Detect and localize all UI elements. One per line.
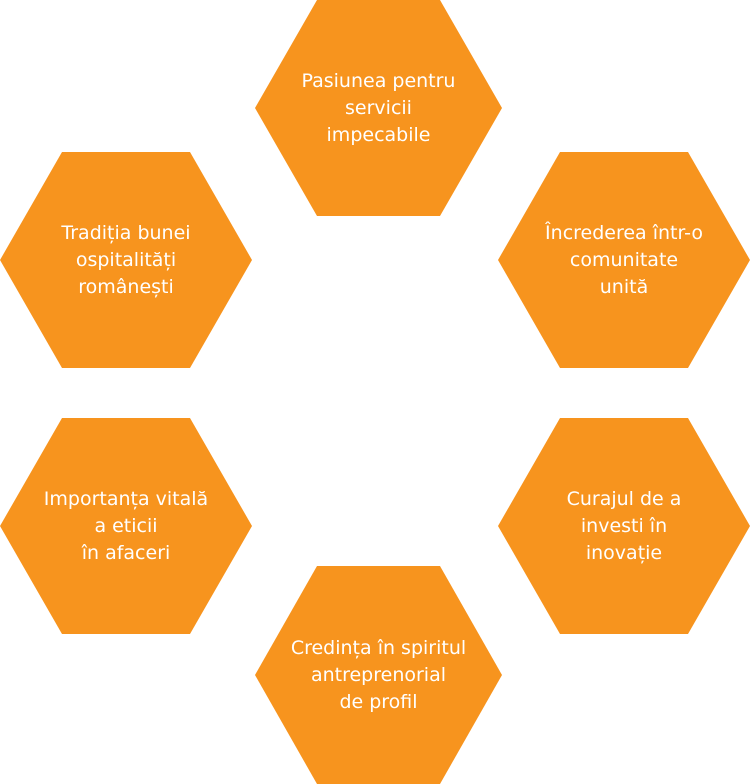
- hexagon-curajul: [498, 418, 750, 634]
- hexagon-credinta: [255, 566, 502, 784]
- hexagon-importanta: [0, 418, 252, 634]
- hexagon-traditia: [0, 152, 252, 368]
- hexagon-increderea: [498, 152, 750, 368]
- hexagon-pasiunea: [255, 0, 502, 216]
